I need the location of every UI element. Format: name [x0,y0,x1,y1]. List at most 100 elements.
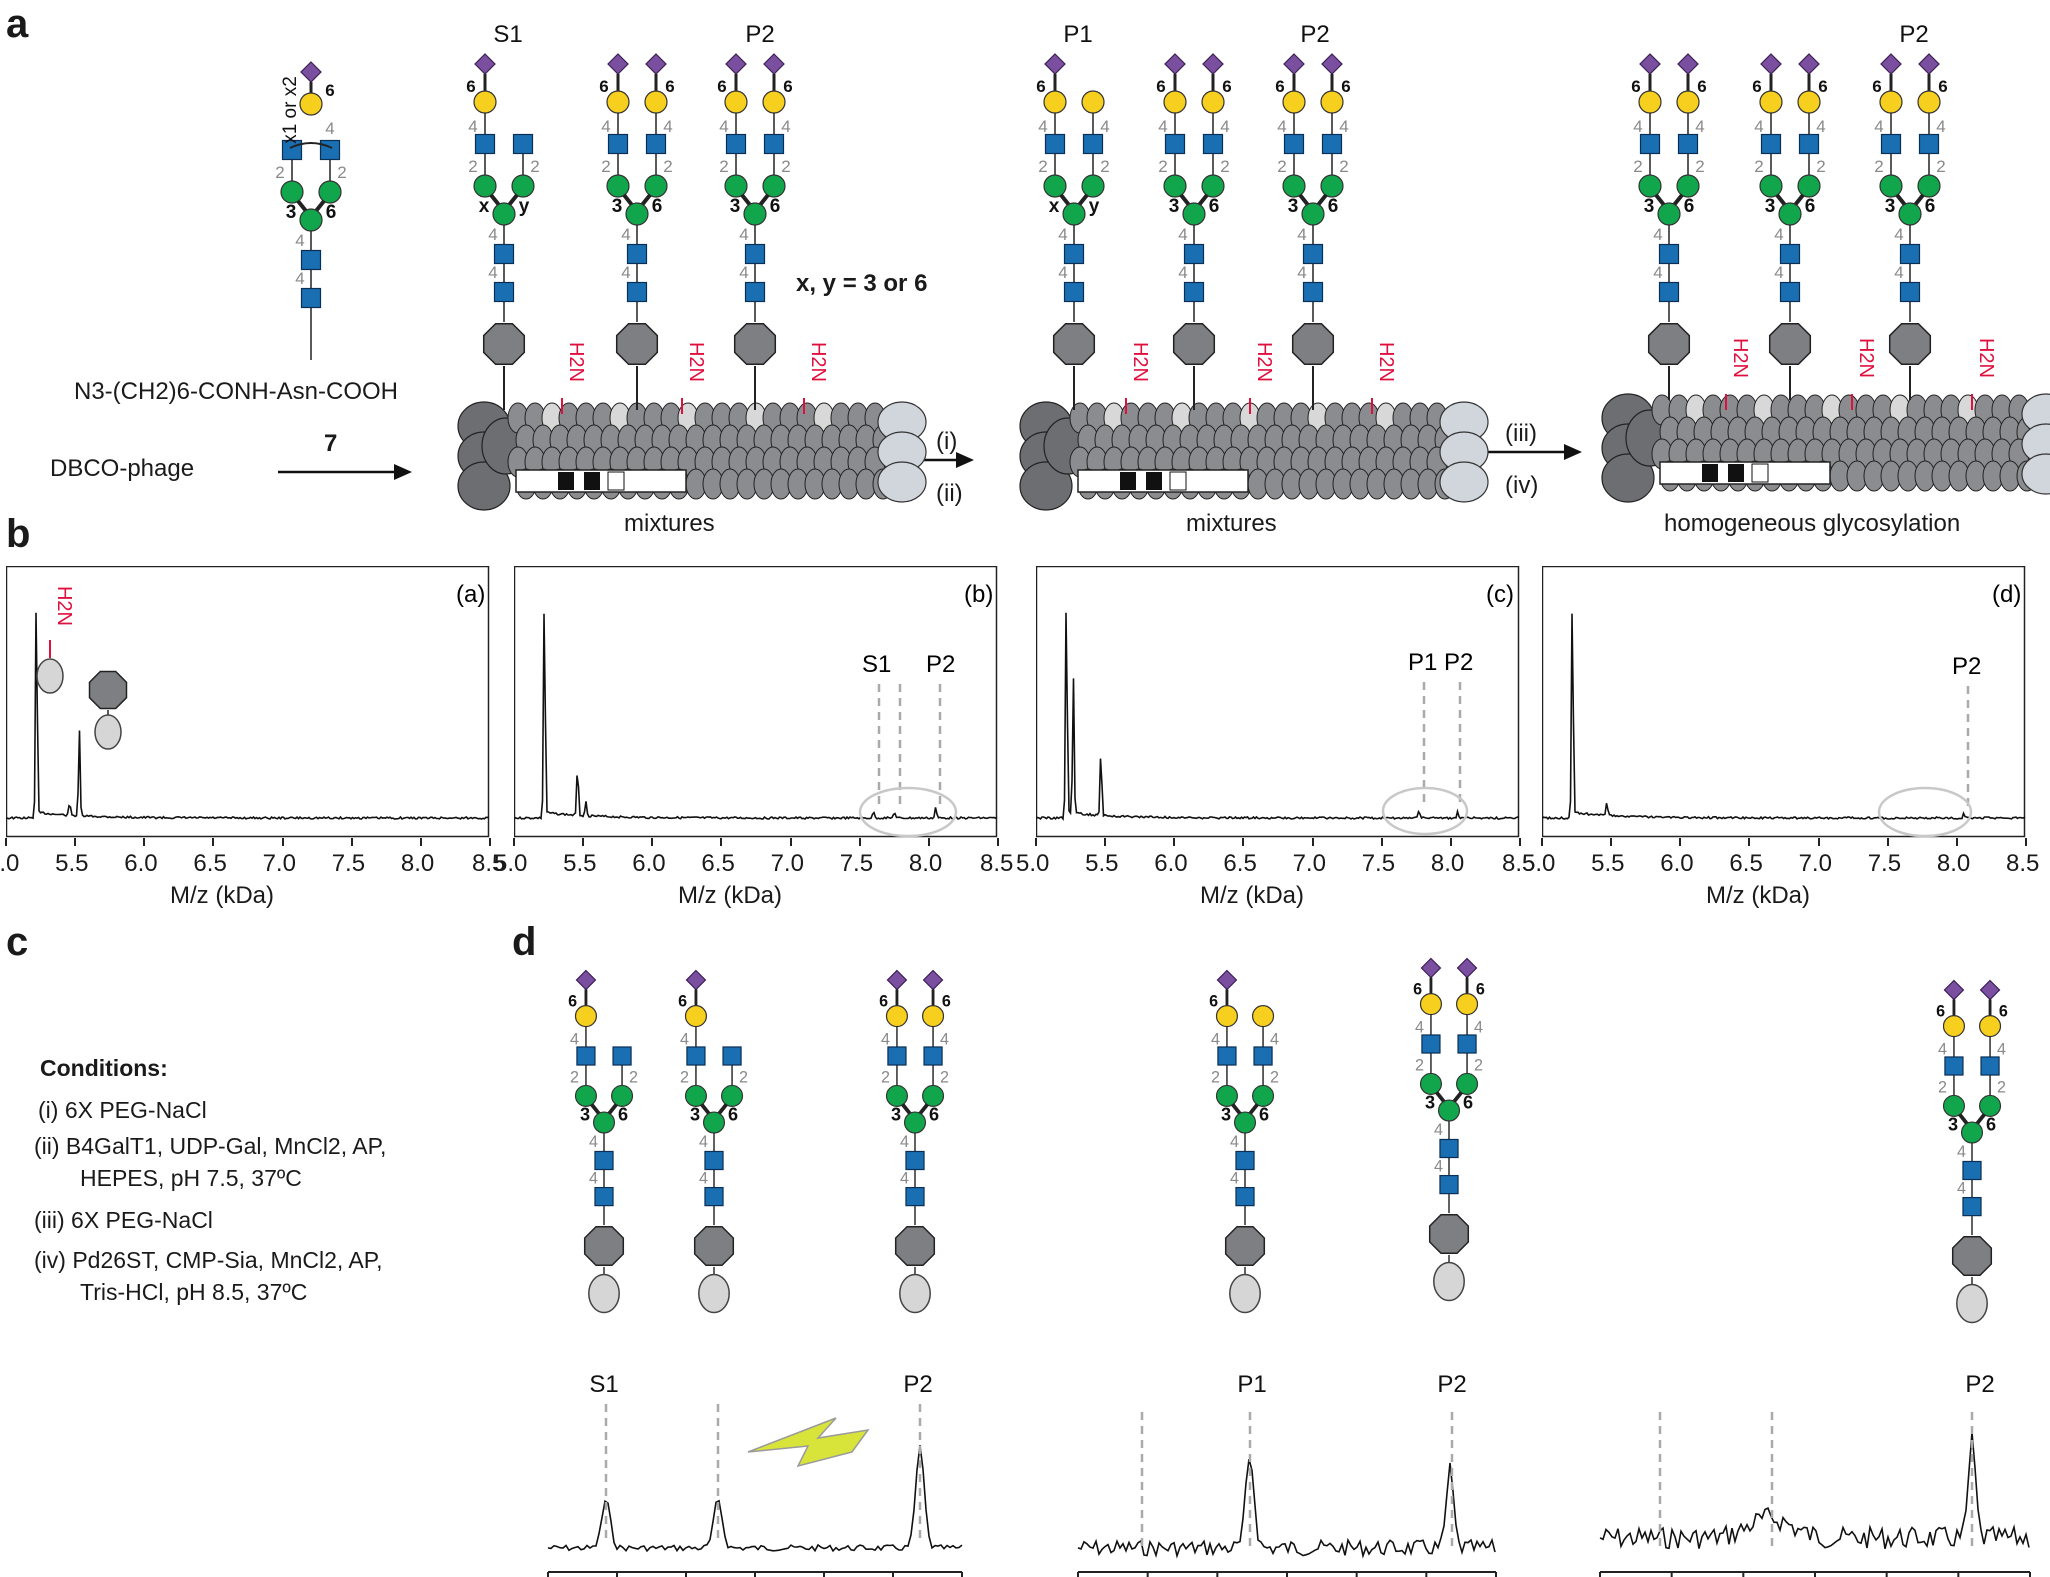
mannose-circle-icon [1043,174,1067,198]
glcnac-square-icon [1760,133,1782,155]
linkage-2: 2 [337,163,346,182]
mannose-circle-icon [492,202,516,226]
linkage-4: 4 [1957,1143,1966,1161]
phage-tip-icon [2021,453,2050,495]
linkage-2: 2 [1936,157,1945,176]
linkage-6: 6 [599,77,608,96]
mannose-circle-icon [1942,1094,1965,1117]
glcnac-square-icon [1202,133,1224,155]
mannose-circle-icon [592,1111,616,1134]
linkage-6: 6 [1328,196,1339,217]
glcnac-square-icon [1658,281,1680,303]
amine-label: H2N [1975,338,1997,378]
linkage-4: 4 [781,117,790,136]
galactose-circle-icon [1419,993,1442,1016]
linkage-6: 6 [325,81,334,100]
sialic-diamond-icon [1164,53,1186,75]
tick-label: 5.5 [55,850,89,877]
man-core-bond [1895,193,1907,207]
spectrum-b-svg: (b) S1 P2 [513,565,998,838]
octagon-linker-icon [1428,1213,1470,1255]
lightning-bolt-icon [747,1417,870,1468]
man-core-bond [1672,193,1684,207]
glcnac-square-icon [1235,1186,1255,1207]
linkage-2: 2 [1938,1079,1947,1097]
amine-label: H2N [565,342,587,382]
linkage-3: 3 [891,1105,901,1125]
mannose-circle-icon [921,1084,945,1107]
glcnac-square-icon [704,1186,724,1207]
galactose-circle-icon [1638,90,1662,114]
glcnac-square-icon [1421,1034,1441,1054]
tick-label: 7.0 [1798,850,1832,877]
linkage-2: 2 [1754,157,1763,176]
linkage-6: 6 [678,993,687,1011]
sialic-diamond-icon [725,53,747,75]
man-core-bond [1435,1091,1446,1104]
tick-label: 6.0 [124,850,158,877]
glcnac-square-icon [1798,133,1820,155]
linkage-4: 4 [1936,117,1945,136]
linkage-4: 4 [325,119,334,138]
linkage-4: 4 [1230,1133,1239,1151]
mannose-circle-icon [1797,174,1821,198]
glcnac-square-icon [1164,133,1186,155]
glcnac-square-icon [512,133,534,155]
galactose-circle-icon [1797,90,1821,114]
man-core-bond [1654,193,1666,207]
sialic-diamond-icon [300,61,322,83]
galactose-circle-icon [885,1005,908,1028]
spectrum-b-frame [513,565,998,838]
genome-barcode [607,471,625,491]
linkage-6: 6 [929,1105,939,1125]
linkage-2: 2 [629,1069,638,1087]
tick-label: 8.5 [472,850,506,877]
linkage-4: 4 [699,1169,708,1187]
glcnac-square-icon [725,133,747,155]
spectrum-a-svg: (a) [5,565,490,838]
panel-letter-d: d [512,920,537,964]
linkage-4: 4 [1474,1019,1483,1037]
man-core-bond [1077,193,1089,207]
xy-note: x, y = 3 or 6 [796,270,928,297]
phage-cap-icon [1601,453,1655,503]
galactose-circle-icon [574,1005,597,1028]
man-core-bond [314,199,326,213]
spectrum-c-trace [1035,612,1520,821]
octagon-linker-icon [482,322,526,366]
species-label-s1: S1 [493,21,522,48]
linkage-6: 6 [1818,77,1827,96]
linkage-6: 6 [665,77,674,96]
linkage-6: 6 [1036,77,1045,96]
linkage-2: 2 [1816,157,1825,176]
conditions-title: Conditions: [40,1055,168,1081]
sialic-diamond-icon [685,969,707,991]
glcnac-square-icon [645,133,667,155]
linkage-4: 4 [940,1031,949,1049]
linkage-4: 4 [1894,225,1903,244]
tick-mark [1449,838,1452,846]
galactose-circle-icon [762,90,786,114]
linkage-y: y [519,196,530,217]
tick-label: 5.5 [563,850,597,877]
tick-label: 6.0 [1154,850,1188,877]
linkage-6: 6 [717,77,726,96]
mannose-circle-icon [1437,1099,1461,1122]
glcnac-square-icon [744,281,766,303]
linkage-4: 4 [1997,1041,2006,1059]
species-label-p2: P2 [1899,21,1928,48]
octagon-linker-icon [615,322,659,366]
phage-genome-box [1077,469,1249,493]
mannose-circle-icon [1456,1072,1479,1095]
man-core-bond [1316,193,1328,207]
mannose-circle-icon [1282,174,1306,198]
linkage-4: 4 [570,1031,579,1049]
octagon-linker-icon [88,670,128,710]
linkage-6: 6 [1413,981,1422,999]
genome-barcode [1169,471,1187,491]
glcnac-square-icon [576,1046,596,1066]
condition-4-cont: Tris-HCl, pH 8.5, 37ºC [80,1279,308,1305]
man-core-bond [1179,193,1191,207]
linkage-6: 6 [1697,77,1706,96]
bracket [289,142,333,149]
